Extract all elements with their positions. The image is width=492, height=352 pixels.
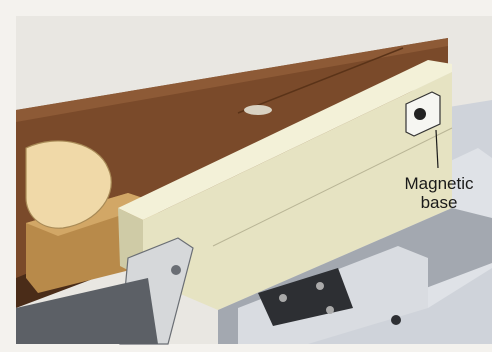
lock-screw-1: [279, 294, 287, 302]
lock-screw-2: [316, 282, 324, 290]
callout-label: Magnetic base: [391, 174, 487, 212]
magnetic-base-knob-icon: [414, 108, 426, 120]
saw-blade: [244, 105, 272, 115]
handle-pivot: [171, 265, 181, 275]
callout-line-2: base: [391, 193, 487, 212]
lock-screw-3: [326, 306, 334, 314]
rail-bolt: [391, 315, 401, 325]
callout-line-1: Magnetic: [391, 174, 487, 193]
illustration-frame: Magnetic base: [0, 0, 492, 344]
